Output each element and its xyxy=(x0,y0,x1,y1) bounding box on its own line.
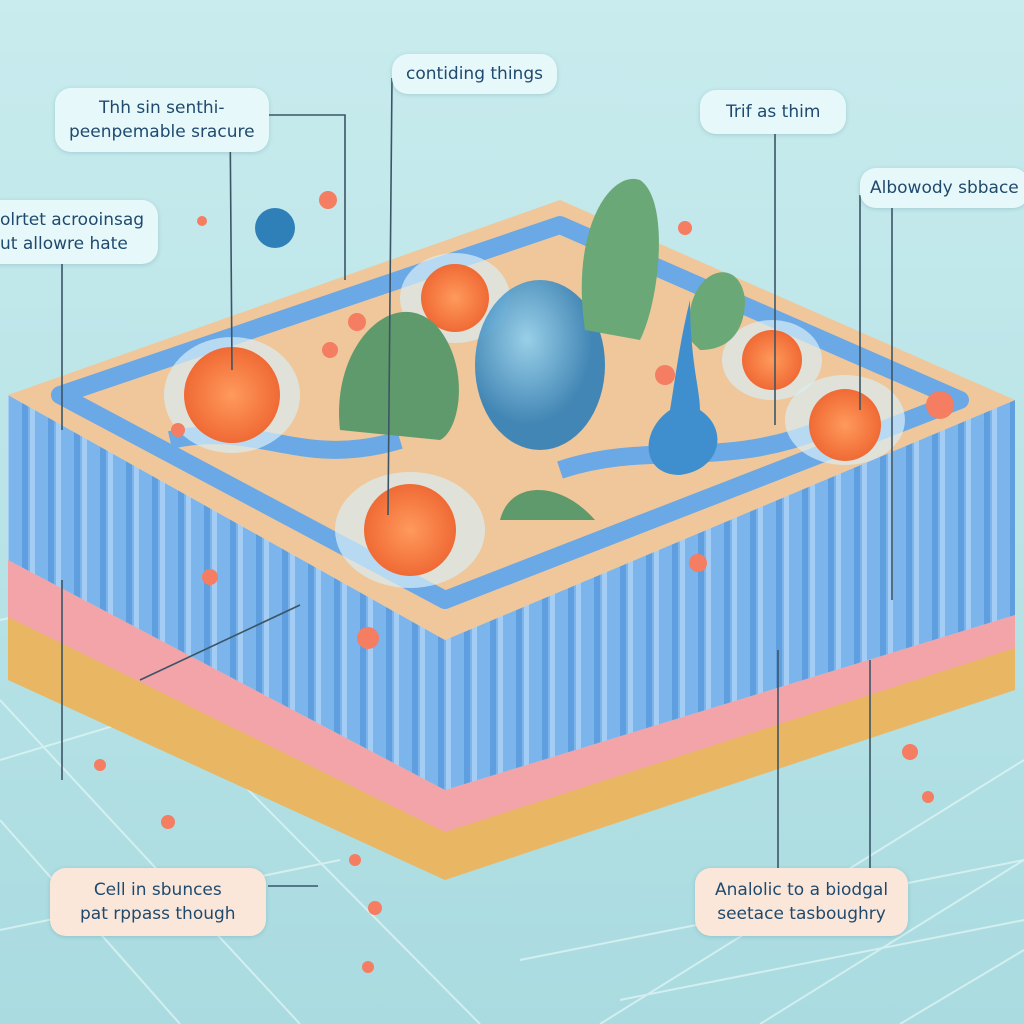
nucleus xyxy=(164,337,300,453)
label-text: pat rppass though xyxy=(80,904,236,924)
pink-layer xyxy=(8,560,1015,832)
label-text: seetace tasboughry xyxy=(717,904,886,924)
flask-organelle xyxy=(648,300,718,475)
nucleus xyxy=(785,375,905,465)
yellow-layer xyxy=(8,615,1015,880)
label-top-right: Trif as thim xyxy=(700,90,847,134)
label-right: Albowody sbbace xyxy=(860,168,1024,208)
leader-lines xyxy=(61,77,893,887)
label-text: contiding things xyxy=(406,64,543,84)
green-organelle xyxy=(339,311,459,440)
green-organelle xyxy=(581,178,659,340)
label-text: peenpemable sracure xyxy=(69,122,255,142)
green-organelle xyxy=(688,272,745,350)
nucleus xyxy=(722,320,822,400)
label-left: olrtet acrooinsag ut allowre hate xyxy=(0,200,159,264)
label-text: Cell in sbunces xyxy=(93,880,222,900)
label-bottom-left: Cell in sbunces pat rppass though xyxy=(50,868,266,936)
label-text: Trif as thim xyxy=(726,102,821,122)
label-text: ut allowre hate xyxy=(0,234,128,254)
nucleus xyxy=(335,472,485,588)
vacuole xyxy=(475,280,605,450)
particles xyxy=(94,191,954,973)
label-text: Analolic to a biodgal xyxy=(715,880,889,900)
label-text: Albowody sbbace xyxy=(870,178,1019,198)
label-text: olrtet acrooinsag xyxy=(0,210,145,230)
membrane-columns xyxy=(8,395,1015,790)
floating-molecule xyxy=(255,208,295,248)
label-top-center: contiding things xyxy=(392,54,557,94)
green-organelle xyxy=(500,490,595,520)
label-top-left: Thh sin senthi- peenpemable sracure xyxy=(55,88,269,152)
label-text: Thh sin senthi- xyxy=(99,98,225,118)
label-bottom-right: Analolic to a biodgal seetace tasboughry xyxy=(695,868,909,936)
